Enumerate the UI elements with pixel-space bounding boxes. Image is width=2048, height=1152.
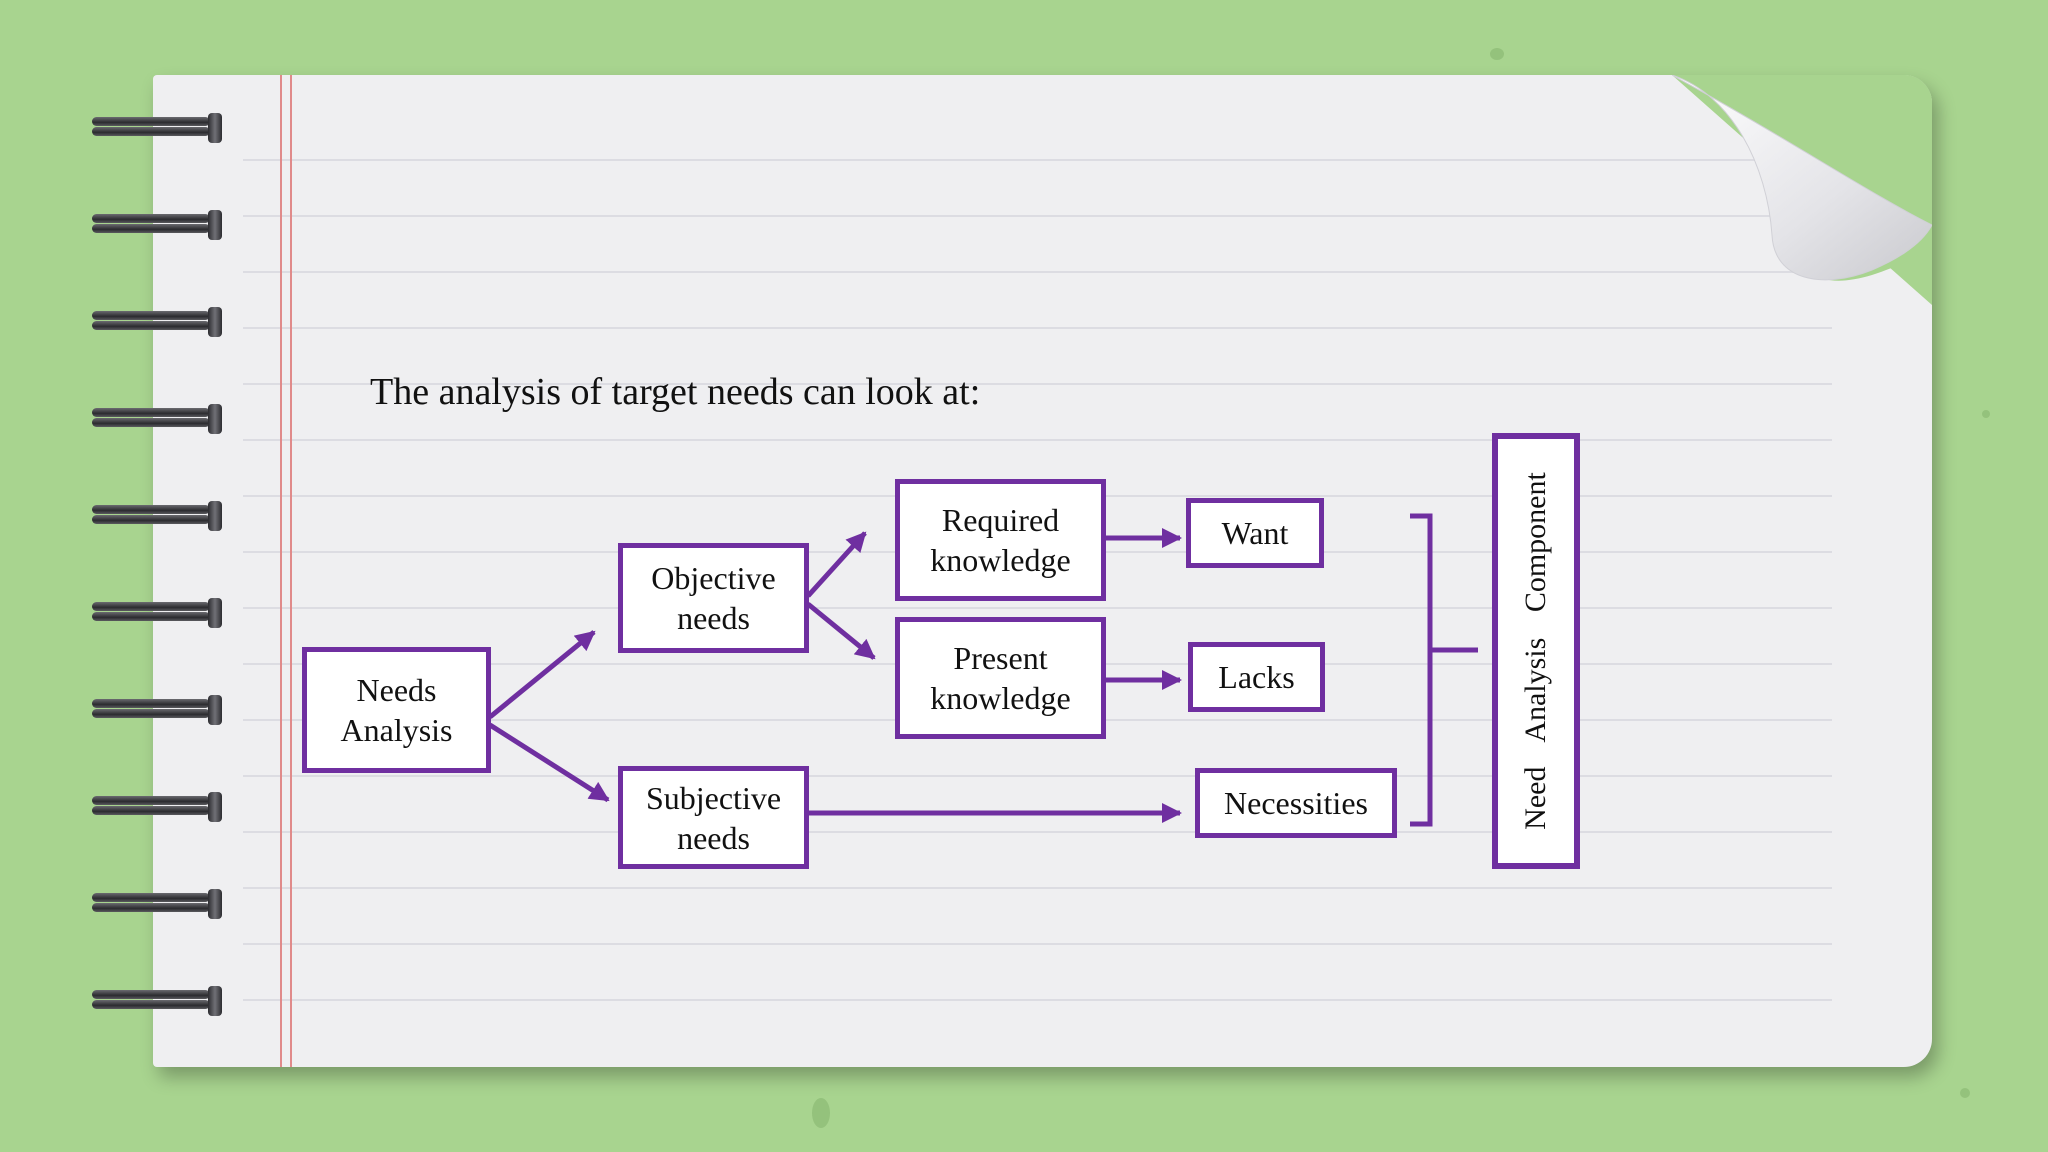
slide-heading: The analysis of target needs can look at…	[370, 371, 981, 413]
spiral-ring	[92, 501, 222, 531]
spiral-ring	[92, 307, 222, 337]
ruled-line	[243, 775, 1832, 777]
arrow-needs-to-objective	[488, 630, 596, 719]
margin-line	[280, 75, 282, 1067]
ruled-line	[243, 999, 1832, 1001]
node-lacks: Lacks	[1188, 642, 1325, 712]
node-need-analysis-component: Need Analysis Component	[1492, 433, 1580, 869]
ruled-line	[243, 887, 1832, 889]
background-speck	[1960, 1088, 1970, 1098]
background-speck	[812, 1098, 830, 1128]
page-curl	[1672, 75, 1932, 305]
spiral-ring	[92, 695, 222, 725]
grouping-bracket	[1410, 513, 1433, 827]
margin-line	[290, 75, 292, 1067]
node-want: Want	[1186, 498, 1324, 568]
spiral-ring	[92, 792, 222, 822]
ruled-line	[243, 383, 1832, 385]
spiral-ring	[92, 598, 222, 628]
ruled-line	[243, 159, 1832, 161]
ruled-line	[243, 831, 1832, 833]
ruled-line	[243, 327, 1832, 329]
ruled-line	[243, 607, 1832, 609]
spiral-ring	[92, 889, 222, 919]
spiral-ring	[92, 113, 222, 143]
spiral-ring	[92, 986, 222, 1016]
ruled-line	[243, 439, 1832, 441]
arrow-objective-to-present	[806, 602, 876, 660]
spiral-ring	[92, 210, 222, 240]
arrow-needs-to-subjective	[488, 722, 610, 803]
ruled-line	[243, 943, 1832, 945]
node-necessities: Necessities	[1195, 768, 1397, 838]
background-speck	[1982, 410, 1990, 418]
ruled-line	[243, 215, 1832, 217]
arrow-objective-to-required	[806, 531, 867, 598]
spiral-ring	[92, 404, 222, 434]
background-speck	[1490, 48, 1504, 60]
ruled-line	[243, 271, 1832, 273]
